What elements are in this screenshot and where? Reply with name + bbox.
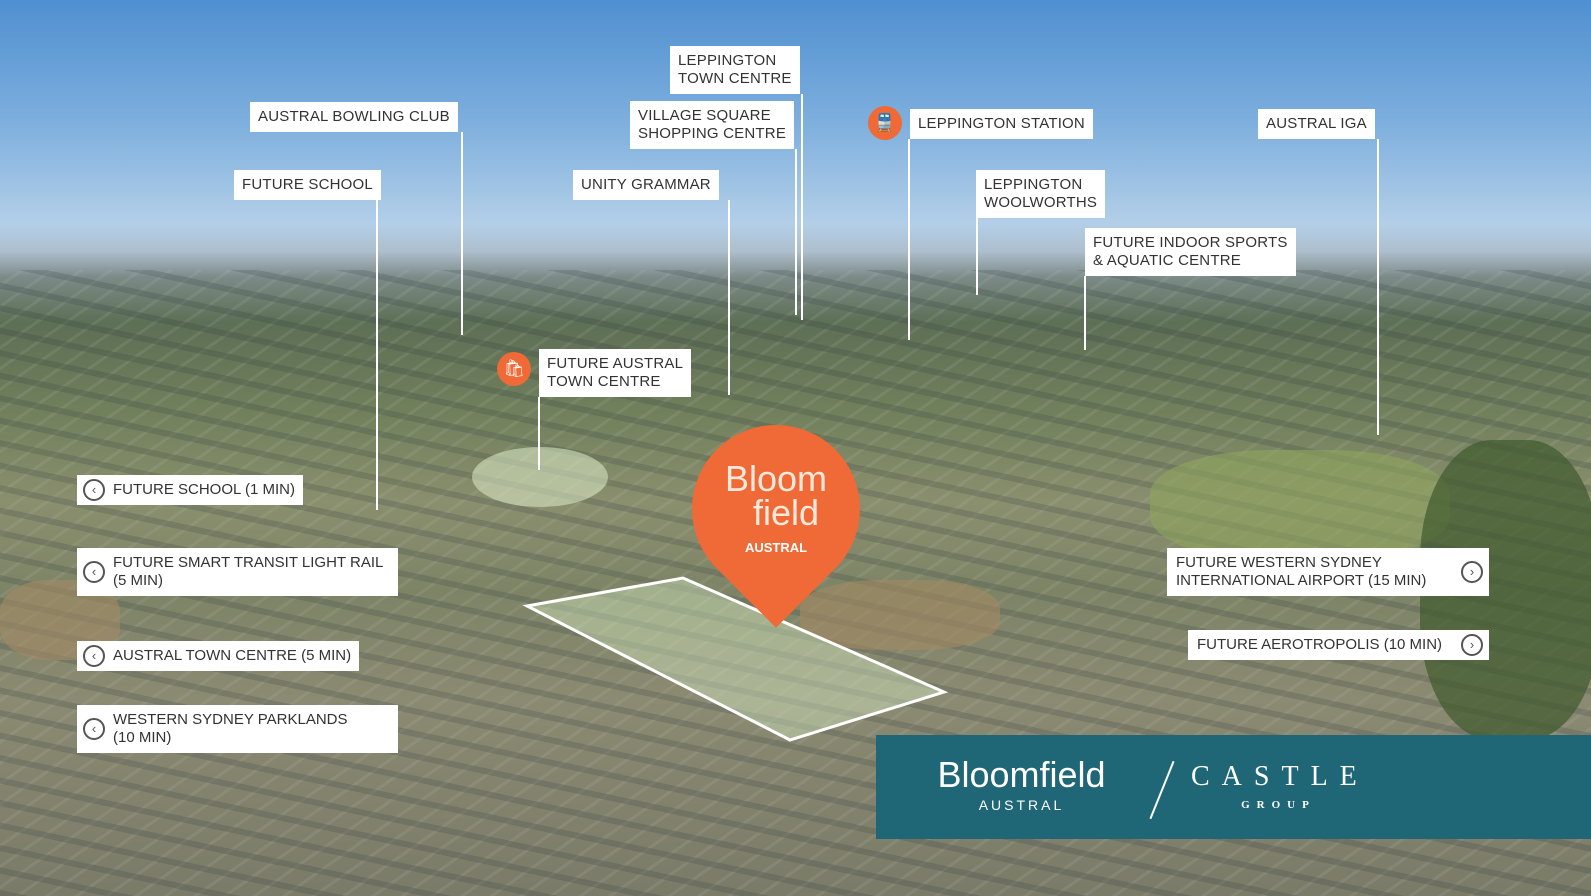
connector-line: [461, 132, 463, 335]
label-line: LEPPINGTON: [984, 176, 1083, 193]
label-unity-grammar: UNITY GRAMMAR: [573, 170, 719, 200]
label-line: FUTURE INDOOR SPORTS: [1093, 234, 1288, 251]
label-line: WOOLWORTHS: [984, 194, 1098, 211]
bloomfield-logo: Bloomfield AUSTRAL: [914, 754, 1129, 814]
connector-line: [1377, 139, 1379, 435]
chip-text: FUTURE AEROTROPOLIS (10 MIN): [1197, 636, 1443, 653]
chip-text: INTERNATIONAL AIRPORT (15 MIN): [1176, 572, 1427, 589]
connector-line: [976, 218, 978, 295]
chevron-left-icon: ‹: [83, 718, 105, 740]
chip-text: FUTURE WESTERN SYDNEY: [1176, 554, 1382, 571]
castle-group-sub: GROUP: [1241, 799, 1316, 811]
chip-text: AUSTRAL TOWN CENTRE (5 MIN): [113, 647, 352, 664]
pin-brand-line: Bloom: [724, 458, 828, 499]
label-future-indoor-sports: FUTURE INDOOR SPORTS& AQUATIC CENTRE: [1085, 228, 1296, 276]
label-future-school: FUTURE SCHOOL: [234, 170, 381, 200]
train-icon: 🚆: [868, 106, 902, 140]
label-austral-iga: AUSTRAL IGA: [1258, 109, 1375, 139]
pin-logo: Bloom field AUSTRAL: [692, 458, 860, 556]
castle-wordmark: CASTLE: [1191, 761, 1369, 792]
chevron-right-icon: ›: [1461, 561, 1483, 583]
label-leppington-station: LEPPINGTON STATION: [910, 109, 1093, 139]
connector-line: [728, 200, 730, 395]
bloomfield-suburb: AUSTRAL: [978, 797, 1065, 813]
chip-parklands: ‹ WESTERN SYDNEY PARKLANDS(10 MIN): [77, 705, 398, 753]
chip-text: WESTERN SYDNEY PARKLANDS: [113, 711, 348, 728]
chip-austral-town-centre: ‹ AUSTRAL TOWN CENTRE (5 MIN): [77, 641, 360, 671]
town-centre-highlight: [472, 447, 608, 507]
divider-slash: [1149, 760, 1175, 820]
label-austral-bowling-club: AUSTRAL BOWLING CLUB: [250, 102, 458, 132]
label-line: TOWN CENTRE: [678, 70, 792, 87]
chevron-right-icon: ›: [1461, 634, 1483, 656]
field-patch: [1150, 450, 1450, 560]
chevron-left-icon: ‹: [83, 645, 105, 667]
chip-text: FUTURE SCHOOL (1 MIN): [113, 481, 295, 498]
connector-line: [376, 200, 378, 510]
castle-group-logo: CASTLE GROUP: [1191, 761, 1366, 811]
pin-brand-line: field: [752, 492, 820, 533]
chip-text: (5 MIN): [113, 572, 163, 589]
connector-line: [795, 149, 797, 315]
brand-banner: Bloomfield AUSTRAL CASTLE GROUP: [876, 735, 1591, 839]
pin-suburb: AUSTRAL: [744, 540, 808, 555]
connector-line: [538, 397, 540, 470]
connector-line: [801, 94, 803, 320]
label-line: SHOPPING CENTRE: [638, 125, 787, 142]
label-line: FUTURE AUSTRAL: [547, 355, 684, 372]
label-line: VILLAGE SQUARE: [638, 107, 771, 124]
chip-future-school: ‹ FUTURE SCHOOL (1 MIN): [77, 475, 303, 505]
site-area-polygon: [522, 576, 949, 742]
label-line: LEPPINGTON: [678, 52, 777, 69]
label-line: & AQUATIC CENTRE: [1093, 252, 1241, 269]
chip-aerotropolis: FUTURE AEROTROPOLIS (10 MIN) ›: [1188, 630, 1489, 660]
chip-light-rail: ‹ FUTURE SMART TRANSIT LIGHT RAIL(5 MIN): [77, 548, 398, 596]
bloomfield-wordmark: Bloomfield: [937, 754, 1106, 795]
connector-line: [1084, 276, 1086, 350]
shopping-bag-icon: 🛍: [497, 352, 531, 386]
field-patch: [800, 580, 1000, 650]
chip-text: FUTURE SMART TRANSIT LIGHT RAIL: [113, 554, 384, 571]
chip-text: (10 MIN): [113, 729, 172, 746]
connector-line: [908, 139, 910, 340]
chevron-left-icon: ‹: [83, 561, 105, 583]
chevron-left-icon: ‹: [83, 479, 105, 501]
label-line: TOWN CENTRE: [547, 373, 661, 390]
